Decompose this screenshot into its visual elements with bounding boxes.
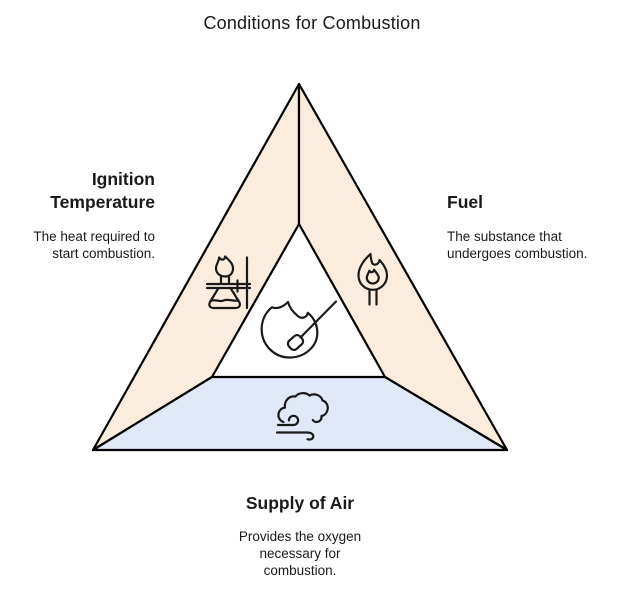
- ignition-temperature-description: The heat required to start combustion.: [33, 229, 155, 261]
- diagram-title: Conditions for Combustion: [203, 13, 421, 33]
- inner-flame: [365, 268, 380, 285]
- flame-blob-outline: [260, 300, 319, 359]
- wind-cloud-icon: [275, 392, 329, 441]
- supply-of-air-region: [91, 375, 509, 452]
- torch-stem: [368, 289, 378, 306]
- burner-plate: [205, 282, 252, 290]
- match-flame-icon: [260, 300, 338, 359]
- supply-of-air-description: Provides the oxygen necessary for combus…: [238, 529, 362, 578]
- ignition-temperature-label: Ignition Temperature The heat required t…: [33, 168, 155, 262]
- lab-burner-icon: [205, 255, 252, 310]
- burner-flame-shape: [214, 255, 235, 278]
- fuel-label: Fuel The substance that undergoes combus…: [447, 191, 587, 262]
- supply-of-air-heading: Supply of Air: [245, 493, 355, 513]
- flame-outline: [357, 252, 389, 291]
- cloud-outline: [277, 392, 329, 424]
- supply-of-air-label: Supply of Air Provides the oxygen necess…: [162, 492, 438, 579]
- flask-body: [208, 286, 241, 310]
- flask-liquid-wave: [209, 298, 240, 303]
- fuel-heading: Fuel: [447, 192, 483, 212]
- burner-neck: [219, 275, 231, 284]
- match-head: [286, 333, 305, 352]
- match-stick: [299, 300, 338, 339]
- fuel-description: The substance that undergoes combustion.: [447, 229, 588, 261]
- wind-swirl-line: [276, 414, 300, 427]
- wind-gust-line: [275, 431, 315, 441]
- ignition-temperature-heading: Ignition Temperature: [50, 169, 155, 212]
- flame-torch-icon: [357, 252, 389, 306]
